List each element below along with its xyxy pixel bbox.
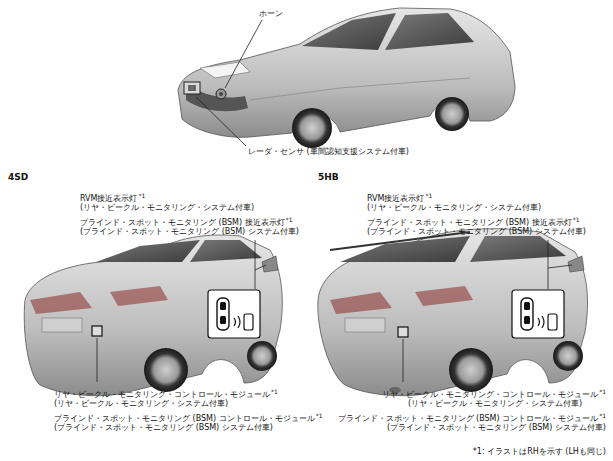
callout-number: *1 <box>599 388 606 395</box>
label-text: リヤ・ビークル・モニタリング・コントロール・モジュール <box>382 390 598 399</box>
label-text: (ブラインド・スポット・モニタリング (BSM) システム付車) <box>80 227 299 236</box>
sedan-illustration <box>24 235 282 396</box>
part-note: (ブラインド・スポット・モニタリング (BSM) システム付車) <box>80 226 299 237</box>
part-name: リヤ・ビークル・モニタリング・コントロール・モジュール*1 <box>382 386 606 400</box>
part-note: (リヤ・ビークル・モニタリング・システム付車) <box>367 202 541 213</box>
front-car-illustration <box>178 8 515 148</box>
callout-number: *1 <box>139 192 146 199</box>
label-text: ブラインド・スポット・モニタリング (BSM) 接近表示灯 <box>80 218 285 227</box>
model-label: 5HB <box>318 172 339 183</box>
part-name: RVM接近表示灯*1 <box>367 190 432 204</box>
hatchback-illustration <box>318 229 588 396</box>
label-text: (リヤ・ビークル・モニタリング・システム付車) <box>367 203 541 212</box>
part-note: (ブラインド・スポット・モニタリング (BSM) システム付車) <box>387 422 606 433</box>
indicator-inset-right <box>512 290 564 338</box>
footnote: *1: イラストはRHを示す (LHも同じ) <box>473 446 606 457</box>
callout-number: *1 <box>599 412 606 419</box>
part-note: (リヤ・ビークル・モニタリング・システム付車) <box>54 398 228 409</box>
model-label: 4SD <box>8 172 28 183</box>
indicator-inset-left <box>208 290 260 338</box>
label-text: (リヤ・ビークル・モニタリング・システム付車) <box>80 203 254 212</box>
part-name: ホーン <box>259 8 283 19</box>
label-text: (リヤ・ビークル・モニタリング・システム付車) <box>408 399 582 408</box>
part-name: ブラインド・スポット・モニタリング (BSM) コントロール・モジュール*1 <box>54 410 322 424</box>
part-name: ブラインド・スポット・モニタリング (BSM) 接近表示灯*1 <box>367 214 579 228</box>
label-text: ブラインド・スポット・モニタリング (BSM) 接近表示灯 <box>367 218 572 227</box>
callout-number: *1 <box>316 412 323 419</box>
part-name: ブラインド・スポット・モニタリング (BSM) 接近表示灯*1 <box>80 214 292 228</box>
label-text: 4SD <box>8 172 28 182</box>
label-text: ブラインド・スポット・モニタリング (BSM) コントロール・モジュール <box>54 414 315 423</box>
label-text: *1: イラストはRHを示す (LHも同じ) <box>473 447 606 456</box>
part-note: (リヤ・ビークル・モニタリング・システム付車) <box>80 202 254 213</box>
label-text: (リヤ・ビークル・モニタリング・システム付車) <box>54 399 228 408</box>
label-text: (ブラインド・スポット・モニタリング (BSM) システム付車) <box>387 423 606 432</box>
callout-number: *1 <box>271 388 278 395</box>
callout-number: *1 <box>573 216 580 223</box>
label-text: リヤ・ビークル・モニタリング・コントロール・モジュール <box>54 390 270 399</box>
label-text: レーダ・センサ (車間認知支援システム付車) <box>248 147 409 156</box>
label-text: (ブラインド・スポット・モニタリング (BSM) システム付車) <box>367 227 586 236</box>
part-name: リヤ・ビークル・モニタリング・コントロール・モジュール*1 <box>54 386 278 400</box>
label-text: ブラインド・スポット・モニタリング (BSM) コントロール・モジュール <box>338 414 599 423</box>
label-text: RVM接近表示灯 <box>367 194 425 203</box>
label-text: 5HB <box>318 172 339 182</box>
part-note: (ブラインド・スポット・モニタリング (BSM) システム付車) <box>367 226 586 237</box>
label-text: ホーン <box>259 9 283 18</box>
callout-number: *1 <box>426 192 433 199</box>
callout-number: *1 <box>286 216 293 223</box>
label-text: RVM接近表示灯 <box>80 194 138 203</box>
part-note: (リヤ・ビークル・モニタリング・システム付車) <box>408 398 582 409</box>
label-text: (ブラインド・スポット・モニタリング (BSM) システム付車) <box>54 423 273 432</box>
part-note: (ブラインド・スポット・モニタリング (BSM) システム付車) <box>54 422 273 433</box>
part-name: レーダ・センサ (車間認知支援システム付車) <box>248 146 409 157</box>
part-name: ブラインド・スポット・モニタリング (BSM) コントロール・モジュール*1 <box>338 410 606 424</box>
part-name: RVM接近表示灯*1 <box>80 190 145 204</box>
